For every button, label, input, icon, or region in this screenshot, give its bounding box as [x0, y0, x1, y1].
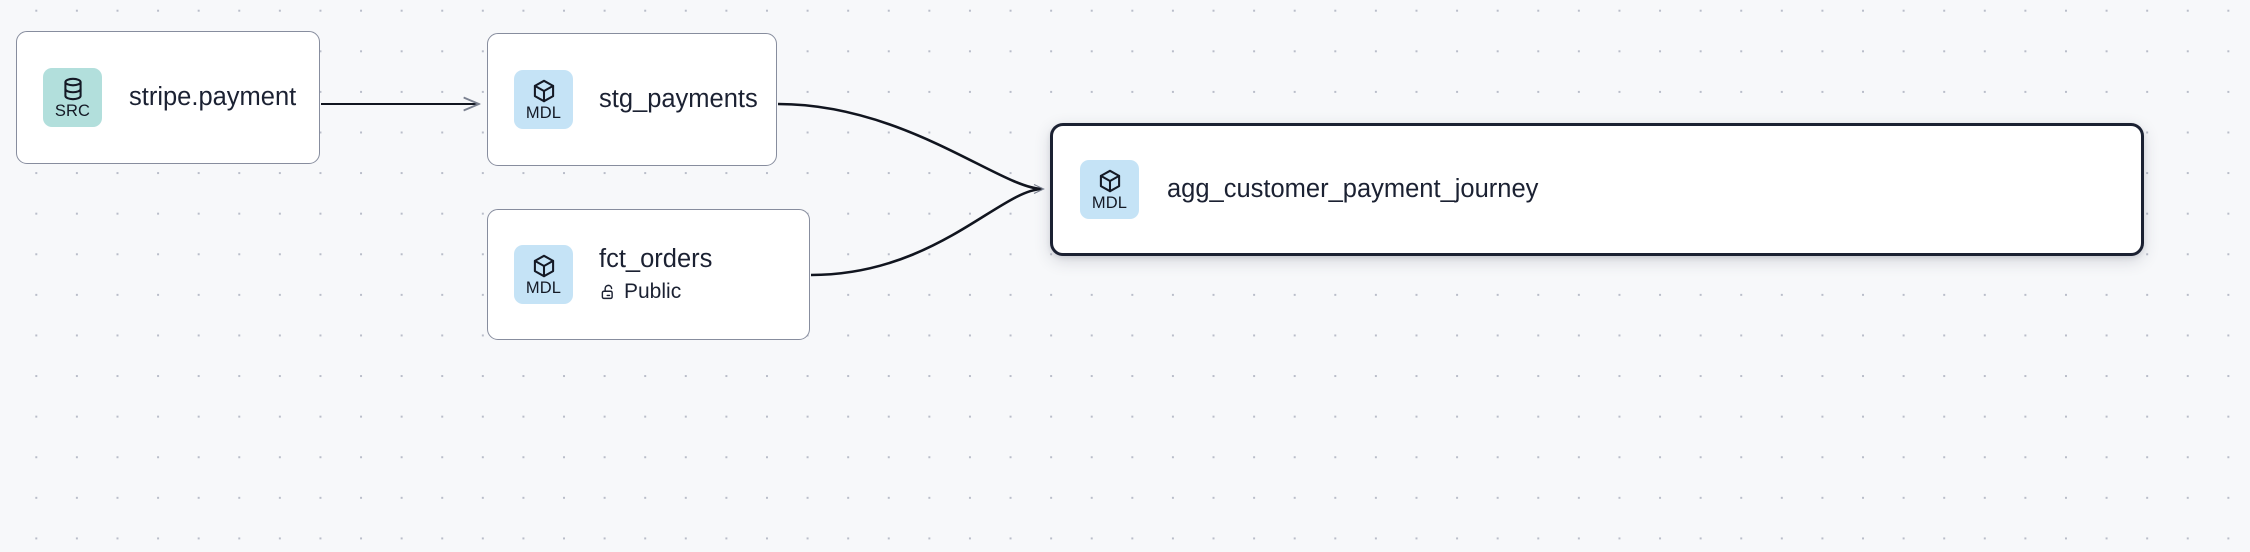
node-title: fct_orders — [599, 244, 713, 273]
database-icon — [63, 77, 82, 100]
visibility-label: Public — [624, 280, 682, 304]
cube-icon — [533, 254, 554, 277]
visibility-status: Public — [599, 279, 712, 304]
node-stripe-payment[interactable]: SRC stripe.payment — [16, 31, 320, 164]
model-badge-label: MDL — [525, 278, 562, 297]
model-badge: MDL — [514, 245, 573, 304]
node-body: stripe.payment — [129, 83, 296, 112]
source-badge-label: SRC — [54, 101, 91, 120]
node-stg-payments[interactable]: MDL stg_payments — [487, 33, 777, 166]
model-badge-label: MDL — [1091, 193, 1128, 212]
node-title: stg_payments — [599, 84, 758, 113]
node-body: fct_orders Public — [599, 245, 712, 305]
node-body: stg_payments — [599, 85, 758, 114]
model-badge: MDL — [1080, 160, 1139, 219]
model-badge-label: MDL — [525, 103, 562, 122]
node-title: stripe.payment — [129, 82, 297, 111]
unlock-icon — [601, 284, 613, 299]
model-badge: MDL — [514, 70, 573, 129]
edge-arrowhead-agg — [1033, 183, 1045, 195]
edge-fct-to-agg — [810, 187, 1043, 277]
cube-icon — [533, 79, 554, 102]
node-title: agg_customer_payment_journey — [1167, 174, 1539, 203]
node-body: agg_customer_payment_journey — [1167, 175, 1538, 204]
source-badge: SRC — [43, 68, 102, 127]
edge-stg-to-agg — [777, 102, 1043, 191]
node-agg-customer-payment-journey[interactable]: MDL agg_customer_payment_journey — [1050, 123, 2144, 256]
node-fct-orders[interactable]: MDL fct_orders Public — [487, 209, 810, 340]
cube-icon — [1099, 169, 1120, 192]
